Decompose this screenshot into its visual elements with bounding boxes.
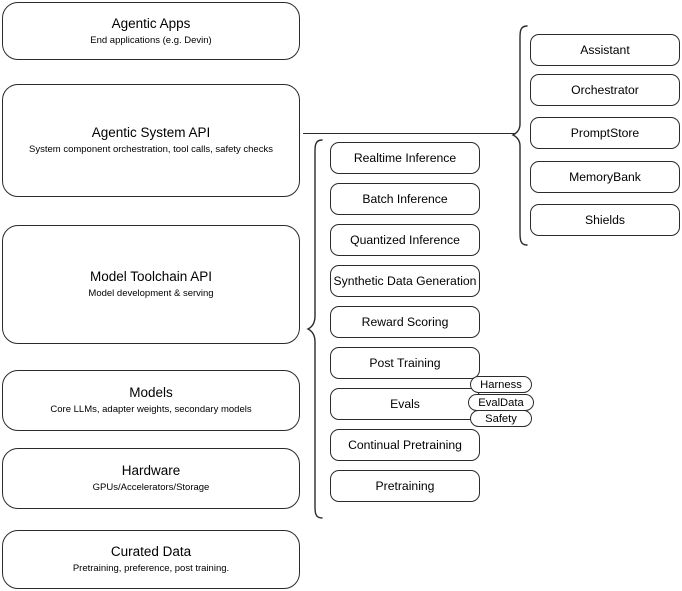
leaf-label: MemoryBank [569,170,641,184]
stack-layer-hardware[interactable]: Hardware GPUs/Accelerators/Storage [2,448,300,509]
system-component-promptstore[interactable]: PromptStore [530,117,680,149]
leaf-label: Realtime Inference [353,151,457,165]
toolchain-component-reward-scoring[interactable]: Reward Scoring [330,306,480,338]
system-component-shields[interactable]: Shields [530,204,680,236]
toolchain-component-quantized-inference[interactable]: Quantized Inference [330,224,480,256]
layer-title: Model Toolchain API [89,269,213,284]
layer-title: Hardware [121,463,181,478]
brace-system-components [510,24,530,248]
leaf-label: Continual Pretraining [348,438,462,452]
layer-title: Agentic Apps [111,15,191,31]
stack-layer-model-toolchain-api[interactable]: Model Toolchain API Model development & … [2,225,300,344]
system-component-assistant[interactable]: Assistant [530,34,680,66]
leaf-label: Quantized Inference [350,233,460,247]
layer-subtitle: Core LLMs, adapter weights, secondary mo… [50,404,252,415]
leaf-label: Reward Scoring [361,315,449,329]
brace-toolchain [305,138,325,520]
system-component-memorybank[interactable]: MemoryBank [530,161,680,193]
evals-subcomponent-evaldata[interactable]: EvalData [468,394,534,411]
evals-subcomponent-safety[interactable]: Safety [470,410,532,427]
layer-title: Agentic System API [91,125,211,140]
stack-layer-agentic-system-api[interactable]: Agentic System API System component orch… [2,84,300,197]
layer-subtitle: System component orchestration, tool cal… [29,144,273,155]
pill-label: Harness [480,378,522,391]
layer-subtitle: Pretraining, preference, post training. [72,563,230,574]
layer-subtitle: End applications (e.g. Devin) [90,34,212,46]
evals-subcomponent-harness[interactable]: Harness [470,376,532,393]
layer-title: Models [129,385,173,400]
leaf-label: Assistant [580,43,630,57]
toolchain-component-continual-pretraining[interactable]: Continual Pretraining [330,429,480,461]
layer-title: Curated Data [110,544,192,559]
leaf-label: Synthetic Data Generation [333,274,477,288]
system-component-orchestrator[interactable]: Orchestrator [530,74,680,106]
leaf-label: Post Training [369,356,441,370]
toolchain-component-evals[interactable]: Evals [330,388,480,420]
leaf-label: Pretraining [375,479,435,493]
leaf-label: Shields [585,213,625,227]
toolchain-component-post-training[interactable]: Post Training [330,347,480,379]
toolchain-component-pretraining[interactable]: Pretraining [330,470,480,502]
connector-system-api-to-components [303,133,516,135]
toolchain-component-synthetic-data-generation[interactable]: Synthetic Data Generation [330,265,480,297]
layer-subtitle: GPUs/Accelerators/Storage [92,482,210,493]
leaf-label: Orchestrator [571,83,639,97]
toolchain-component-batch-inference[interactable]: Batch Inference [330,183,480,215]
toolchain-component-realtime-inference[interactable]: Realtime Inference [330,142,480,174]
leaf-label: Batch Inference [362,192,448,206]
layer-subtitle: Model development & serving [88,288,214,299]
leaf-label: Evals [390,397,420,411]
stack-layer-curated-data[interactable]: Curated Data Pretraining, preference, po… [2,530,300,589]
leaf-label: PromptStore [570,126,640,140]
stack-layer-agentic-apps[interactable]: Agentic Apps End applications (e.g. Devi… [2,2,300,60]
pill-label: Safety [485,412,517,425]
stack-layer-models[interactable]: Models Core LLMs, adapter weights, secon… [2,370,300,431]
pill-label: EvalData [478,396,524,409]
